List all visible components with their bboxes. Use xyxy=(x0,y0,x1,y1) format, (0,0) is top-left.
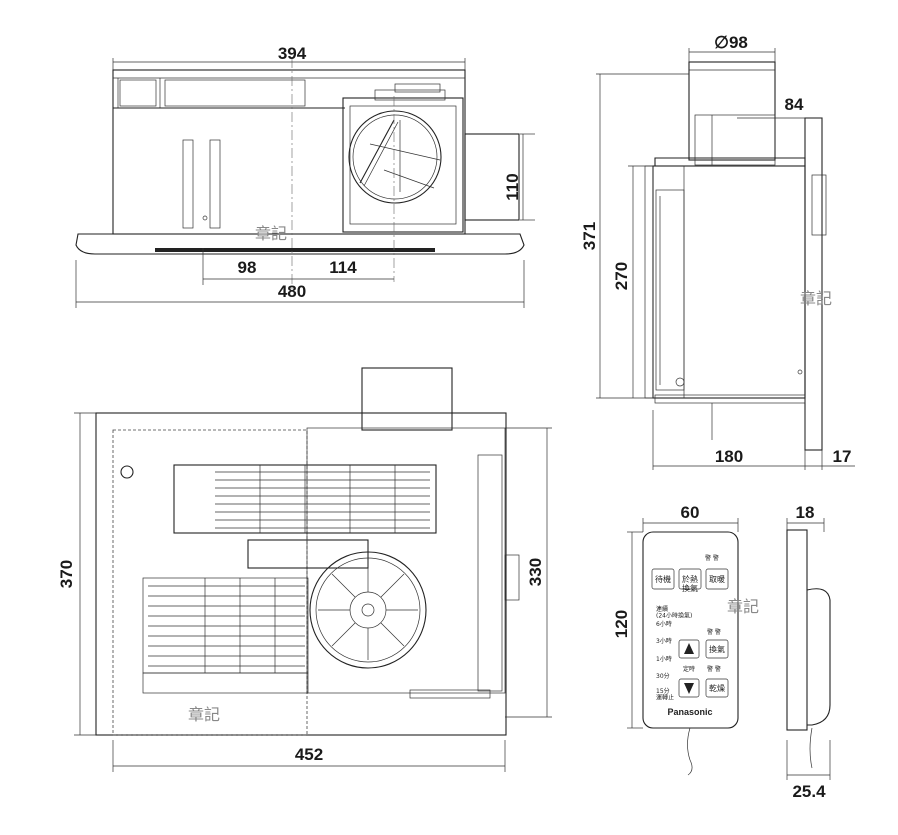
remote-dots-1: 警 警 xyxy=(705,554,719,562)
watermark-2: 章記 xyxy=(800,289,832,308)
left-grille-lines xyxy=(148,578,305,673)
dim-pipe-dia: ∅98 xyxy=(714,33,748,52)
bottom-view: 370 330 452 章記 xyxy=(57,367,552,772)
triangle-up-icon xyxy=(684,643,694,654)
dim-top-offset-b: 114 xyxy=(329,258,357,277)
dim-remote-w: 60 xyxy=(681,503,700,522)
dim-side-body-h: 270 xyxy=(612,262,631,290)
dim-bottom-w: 452 xyxy=(295,745,323,764)
dim-top-width: 394 xyxy=(278,44,307,63)
dim-remote-depth-total: 25.4 xyxy=(792,782,826,801)
watermark-3: 章記 xyxy=(188,705,220,724)
dim-bottom-inner-h: 330 xyxy=(526,558,545,586)
watermark-4: 章記 xyxy=(727,597,759,616)
remote-side-view: 18 25.4 xyxy=(786,503,831,801)
timer-3h: 3小時 xyxy=(656,637,672,645)
dim-side-depth: 180 xyxy=(715,447,743,466)
dim-remote-depth: 18 xyxy=(796,503,815,522)
dim-top-total: 480 xyxy=(278,282,306,301)
btn-standby[interactable]: 待機 xyxy=(655,574,671,584)
remote-control: 警 警 待機 於熱換氣 取暖 連續(24小時換氣) 6小時 3小時 1小時 30… xyxy=(612,503,759,776)
btn-heat-ventilate[interactable]: 於熱換氣 xyxy=(682,574,698,593)
remote-brand: Panasonic xyxy=(667,707,712,717)
up-button[interactable] xyxy=(678,639,700,659)
timer-continuous: 連續(24小時換氣) xyxy=(656,605,692,620)
remote-dots-2: 警 警 xyxy=(707,628,721,636)
dim-bottom-h: 370 xyxy=(57,560,76,588)
timer-30m: 30分 xyxy=(656,672,670,680)
btn-ventilate[interactable]: 換氣 xyxy=(709,644,725,654)
dim-top-offset-a: 98 xyxy=(238,258,257,277)
dim-remote-h: 120 xyxy=(612,610,631,638)
down-button[interactable] xyxy=(678,678,700,698)
timer-15m: 15分運轉止 xyxy=(656,687,674,702)
timer-label: 定時 xyxy=(683,665,695,673)
dim-side-flange: 17 xyxy=(833,447,852,466)
triangle-down-icon xyxy=(684,683,694,694)
btn-dry[interactable]: 乾燥 xyxy=(709,683,725,693)
top-grille-lines xyxy=(215,465,430,533)
timer-6h: 6小時 xyxy=(656,620,672,628)
btn-dry-heat[interactable]: 取暖 xyxy=(709,575,725,584)
dim-side-total-h: 371 xyxy=(580,222,599,250)
front-view: 394 110 98 114 480 章記 xyxy=(75,44,535,308)
dim-side-offset: 84 xyxy=(785,95,804,114)
timer-1h: 1小時 xyxy=(656,655,672,663)
dim-top-pipe-h: 110 xyxy=(503,173,522,200)
side-view: ∅98 84 371 270 180 17 章記 xyxy=(580,33,855,470)
remote-dots-3: 警 警 xyxy=(707,665,721,673)
watermark-1: 章記 xyxy=(255,224,287,243)
